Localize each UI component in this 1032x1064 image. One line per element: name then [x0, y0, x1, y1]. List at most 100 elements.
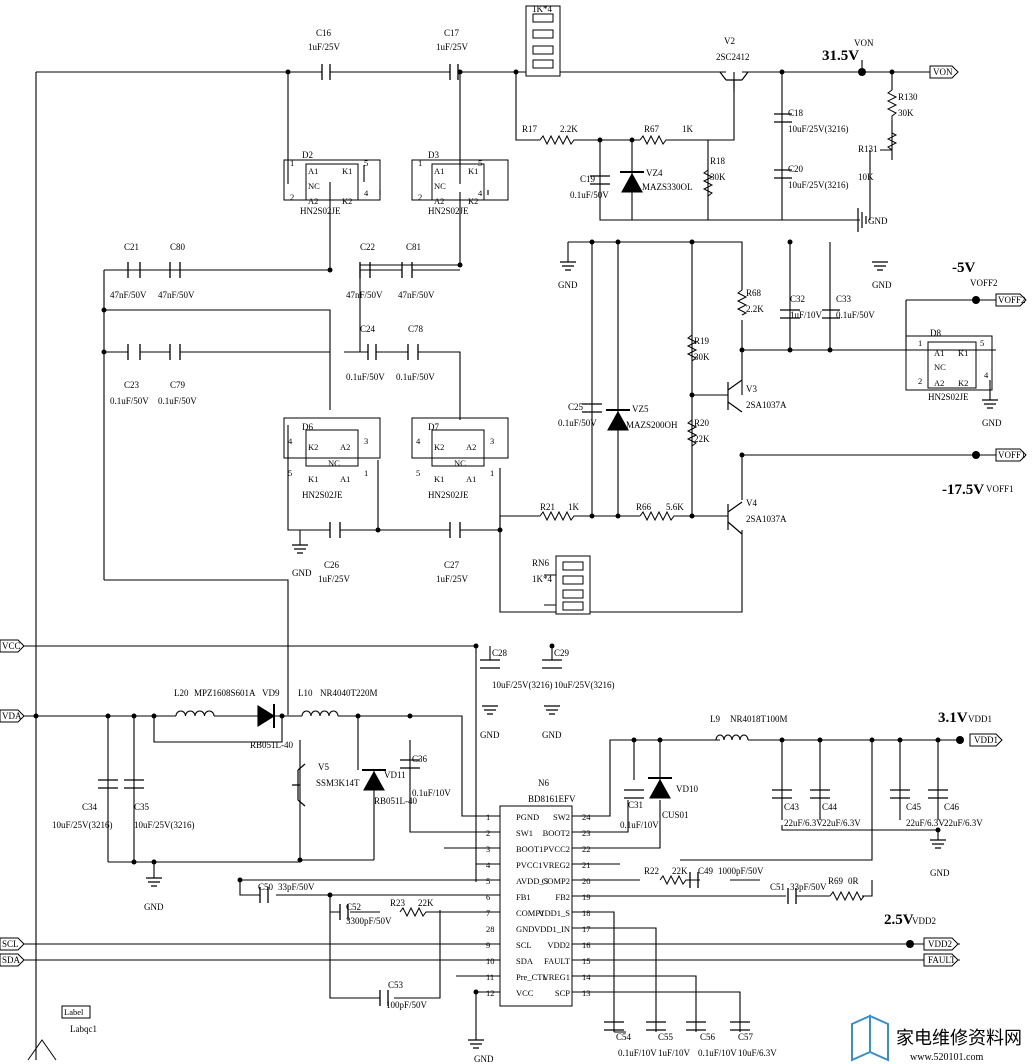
value: 2.2K: [560, 124, 578, 134]
net-flags: [0, 65, 1027, 967]
value: 10uF/25V(3216): [554, 680, 615, 690]
pin: A1: [466, 474, 476, 484]
label: D6: [302, 422, 313, 432]
label: C43: [784, 802, 800, 812]
ic-pin-name: SDA: [516, 956, 534, 966]
labels-output: C31 0.1uF/10V VD10 CUS01 L9 NR4018T100M …: [620, 710, 998, 965]
pin: K1: [958, 348, 968, 358]
ic-pin-number: 23: [582, 828, 591, 838]
ic-pin-number: 21: [582, 860, 591, 870]
value: 22uF/6.3V: [784, 818, 823, 828]
label: C51: [770, 882, 785, 892]
value: 22uF/6.3V: [944, 818, 983, 828]
label: C33: [836, 294, 852, 304]
label: R20: [694, 418, 710, 428]
ic-pin-name: SCL: [516, 940, 532, 950]
ic-pin-name: FB1: [516, 892, 531, 902]
pin: NC: [434, 181, 446, 191]
ic-pin-name: VDD1_S: [538, 908, 570, 918]
label: N6: [538, 778, 549, 788]
label: R22: [644, 866, 659, 876]
ic-pin-number: 19: [582, 892, 591, 902]
value: 22K: [418, 898, 434, 908]
label: C21: [124, 242, 139, 252]
ic-left-pins: PGND1SW12BOOT13PVCC14AVDD_S5FB16COMP17GN…: [486, 812, 549, 998]
net-label: GND: [982, 418, 1002, 428]
labels-diode-packages: D2 1 5 2 4 A1 K1 NC A2 K2 HN2S02JE D3 1 …: [288, 150, 989, 500]
value: MAZS330OL: [642, 182, 693, 192]
pin: 5: [980, 338, 984, 348]
label: VD10: [676, 784, 698, 794]
value: 2SA1037A: [746, 400, 787, 410]
pin: 4: [288, 436, 293, 446]
ic-pin-name: PVCC2: [544, 844, 570, 854]
label: C32: [790, 294, 805, 304]
net-label: GND: [542, 730, 562, 740]
label: C52: [346, 902, 361, 912]
ground-symbols: [146, 208, 998, 1049]
value: 30K: [898, 108, 914, 118]
net-flag-label: VDA: [2, 711, 22, 721]
label: C19: [580, 174, 596, 184]
ic-pin-number: 22: [582, 844, 591, 854]
labels-boost: L20 MPZ1608S601A VD9 RB051L-40 L10 NR404…: [52, 688, 451, 912]
net-label: GND: [930, 868, 950, 878]
value: 22uF/6.3V: [906, 818, 945, 828]
ic-pin-number: 2: [486, 828, 490, 838]
resistors: [399, 89, 898, 918]
book-icon: [851, 1014, 889, 1062]
value: 22K: [672, 866, 688, 876]
ic-pin-name: VCC: [516, 988, 534, 998]
label: R19: [694, 336, 710, 346]
net-label: GND: [474, 1054, 494, 1064]
label: R131: [858, 144, 878, 154]
value: SSM3K14T: [316, 778, 360, 788]
net-flag-label: SCL: [2, 939, 19, 949]
pin: K2: [434, 442, 444, 452]
pin: 5: [288, 468, 292, 478]
labels-top: C16 1uF/25V C17 1uF/25V 1K*4 V2 2SC2412 …: [308, 4, 953, 290]
label: R68: [746, 288, 762, 298]
label: C16: [316, 28, 332, 38]
label: VD9: [262, 688, 280, 698]
net-flag-label: VDD2: [928, 939, 952, 949]
value: 0.1uF/50V: [346, 372, 385, 382]
value: 1uF/10V: [658, 1048, 691, 1058]
diodes: [257, 171, 672, 799]
pin: A1: [340, 474, 350, 484]
value: 0R: [848, 876, 859, 886]
label: C36: [412, 754, 428, 764]
value: 1uF/25V: [436, 574, 469, 584]
pin: 4: [416, 436, 421, 446]
value: 1uF/10V: [790, 310, 823, 320]
label: VD11: [384, 770, 406, 780]
label: C17: [444, 28, 460, 38]
value: 1000pF/50V: [718, 866, 764, 876]
ic-pin-name: PGND: [516, 812, 539, 822]
pin: 2: [418, 192, 422, 202]
pin: 4: [984, 370, 989, 380]
label-tag-shape: [27, 1005, 91, 1061]
labels-charge-pump: C21 C80 47nF/50V 47nF/50V C22 C81 47nF/5…: [110, 242, 469, 584]
ic-pin-name: FAULT: [544, 956, 571, 966]
ic-pin-name: VREG1: [543, 972, 570, 982]
pin: A2: [340, 442, 350, 452]
label: C20: [788, 164, 804, 174]
label: V2: [724, 36, 735, 46]
ic-pin-name: Pre_CTL: [516, 972, 548, 982]
label: D3: [428, 150, 439, 160]
ic-pin-number: 9: [486, 940, 490, 950]
label: C53: [388, 980, 404, 990]
pin: A2: [308, 196, 318, 206]
net-label: GND: [292, 568, 312, 578]
net-flag-label: VDD1: [974, 735, 998, 745]
voltage-label: -5V: [952, 260, 975, 276]
value: 1uF/25V: [436, 42, 469, 52]
pin: 1: [290, 158, 294, 168]
label: C81: [406, 242, 421, 252]
pin: A1: [934, 348, 944, 358]
pin: A2: [934, 378, 944, 388]
labels-negative-rail: -5V VOFF2 VOFF2 -17.5V VOFF1 VOFF1 GND R…: [532, 260, 1026, 584]
label: C45: [906, 802, 922, 812]
label: C29: [554, 648, 570, 658]
